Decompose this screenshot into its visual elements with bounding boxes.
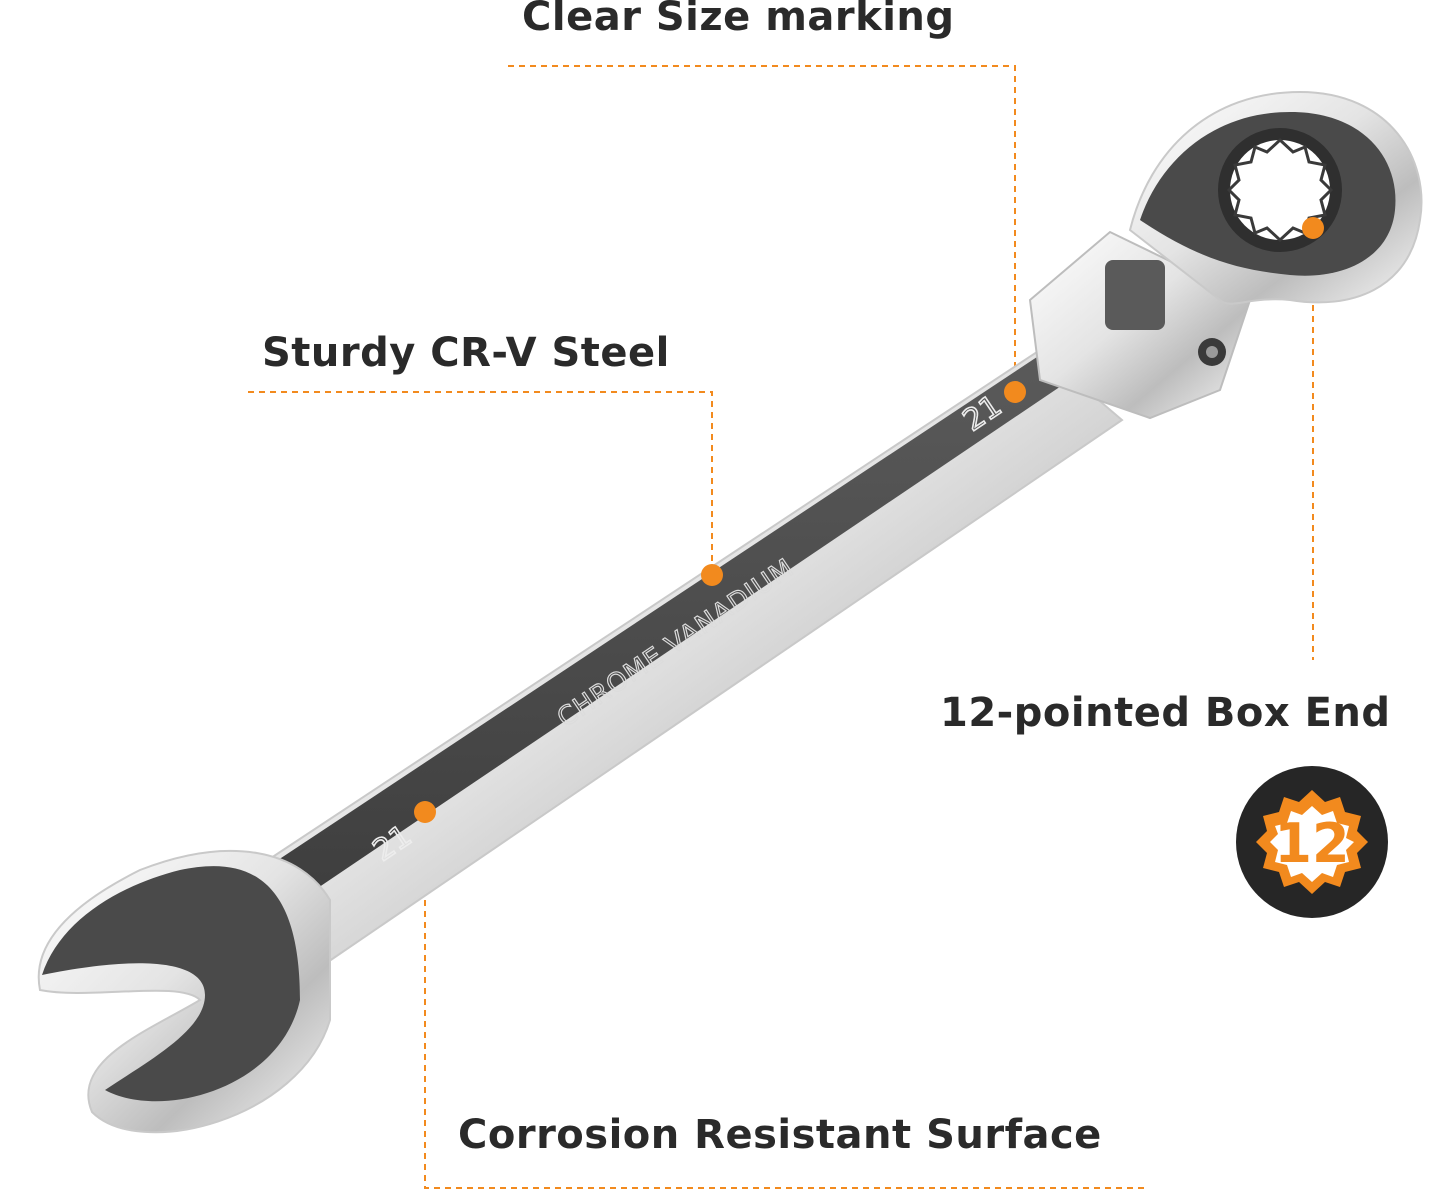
wrench: CHROME VANADIUM 21 21 (37, 90, 1423, 1134)
callout-line-corrosion (424, 812, 1145, 1189)
wrench-open-end (37, 849, 331, 1134)
callout-line-size (508, 65, 1016, 390)
callout-steel: Sturdy CR-V Steel (262, 330, 670, 376)
dot-size-marking (1004, 381, 1026, 403)
wrench-box-end (1128, 90, 1423, 305)
callout-dots (414, 217, 1324, 823)
wrench-shaft (266, 348, 1124, 968)
dot-corrosion (414, 801, 436, 823)
callout-size-marking: Clear Size marking (522, 0, 955, 40)
twelve-point-socket (1218, 128, 1342, 252)
callout-corrosion: Corrosion Resistant Surface (458, 1112, 1102, 1158)
callout-line-steel (248, 391, 713, 572)
twelve-point-badge: 12 (1236, 766, 1388, 918)
badge-number: 12 (1274, 812, 1349, 875)
dot-box-end (1302, 217, 1324, 239)
callout-box-end: 12-pointed Box End (940, 690, 1391, 736)
dot-steel (701, 564, 723, 586)
